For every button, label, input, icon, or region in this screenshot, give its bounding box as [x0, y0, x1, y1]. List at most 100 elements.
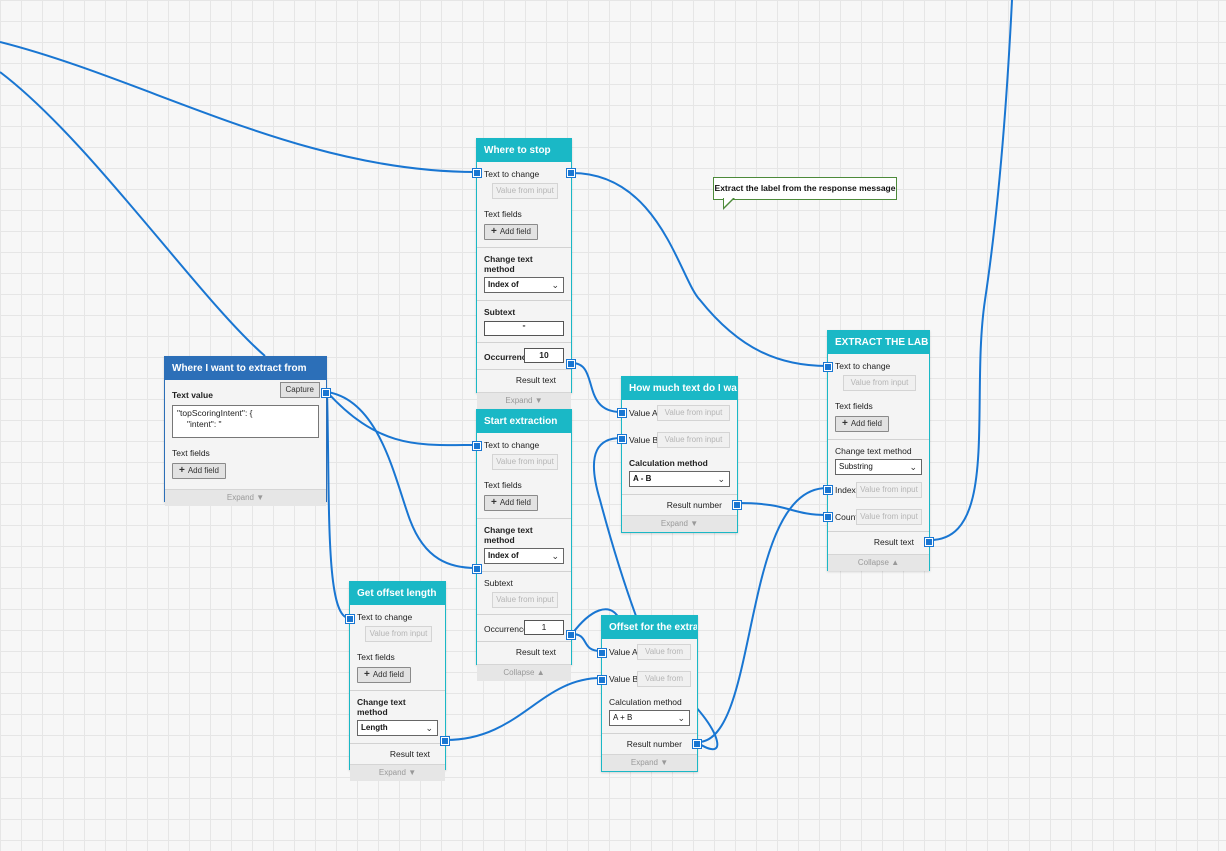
collapse-label: Collapse	[503, 668, 535, 677]
method-label: Change text method	[484, 525, 533, 545]
input-port[interactable]	[346, 615, 354, 623]
method-select[interactable]: Index of ⌄	[484, 277, 564, 293]
plus-icon: +	[491, 497, 497, 508]
text-to-change-input[interactable]: Value from input	[843, 375, 916, 391]
add-field-button[interactable]: +Add field	[484, 224, 538, 240]
wire-length-result-to-offset-b	[445, 677, 602, 741]
node-title[interactable]: Get offset length	[350, 582, 445, 605]
occurrence-label: Occurrence	[484, 352, 532, 362]
method-label: Change text method	[835, 446, 912, 456]
input-port[interactable]	[473, 442, 481, 450]
add-field-button[interactable]: +Add field	[172, 463, 226, 479]
expand-toggle[interactable]: Expand ▼	[165, 489, 326, 506]
value-a-input[interactable]: Value from inpu	[637, 644, 691, 660]
subtext-input[interactable]: "	[484, 321, 564, 336]
result-label: Result text	[389, 749, 430, 759]
node-title[interactable]: EXTRACT THE LABEL	[828, 331, 929, 354]
add-field-button[interactable]: +Add field	[357, 667, 411, 683]
output-port[interactable]	[322, 389, 330, 397]
expand-label: Expand	[660, 519, 688, 528]
output-port[interactable]	[567, 169, 575, 177]
node-extract-label[interactable]: EXTRACT THE LABEL Text to change Value f…	[824, 330, 933, 571]
calc-value: A - B	[633, 474, 652, 483]
node-title[interactable]: Where to stop	[477, 139, 571, 162]
method-select[interactable]: Index of⌄	[484, 548, 564, 564]
chevron-down-icon: ⌄	[717, 474, 725, 484]
expand-toggle[interactable]: Expand ▼	[477, 392, 571, 409]
occurrence-input[interactable]: 10	[524, 348, 564, 363]
input-port[interactable]	[824, 363, 832, 371]
add-field-button[interactable]: +Add field	[484, 495, 538, 511]
input-port[interactable]	[473, 169, 481, 177]
add-field-label: Add field	[499, 227, 531, 236]
text-value-input[interactable]: "topScoringIntent": { "intent": "	[172, 405, 319, 438]
subtext-port[interactable]	[473, 565, 481, 573]
result-label: Result number	[666, 500, 722, 510]
expand-toggle[interactable]: Expand ▼	[602, 754, 697, 771]
count-port[interactable]	[824, 513, 832, 521]
wire-extract-from-to-offset-length	[326, 391, 350, 619]
index-port[interactable]	[824, 486, 832, 494]
node-title[interactable]: Start extraction	[477, 410, 571, 433]
comment-note[interactable]: Extract the label from the response mess…	[713, 177, 897, 200]
calc-select[interactable]: A - B ⌄	[629, 471, 730, 487]
method-select[interactable]: Substring⌄	[835, 459, 922, 475]
node-title[interactable]: Where I want to extract from	[165, 357, 326, 380]
node-title[interactable]: Offset for the extract	[602, 616, 697, 639]
method-select[interactable]: Length⌄	[357, 720, 438, 736]
add-field-button[interactable]: +Add field	[835, 416, 889, 432]
wire-offscreen-to-where-to-stop	[0, 41, 477, 173]
expand-toggle[interactable]: Expand ▼	[622, 515, 737, 532]
collapse-toggle[interactable]: Collapse ▲	[477, 664, 571, 681]
node-start-extraction[interactable]: Start extraction Text to change Value fr…	[473, 409, 575, 681]
method-label: Change text method	[484, 254, 533, 274]
wire-extract-result-to-offscreen	[929, 0, 1013, 541]
count-input[interactable]: Value from input	[856, 509, 922, 525]
node-extract-from[interactable]: Where I want to extract from Text value …	[164, 356, 330, 506]
result-label: Result text	[515, 375, 556, 385]
node-title[interactable]: How much text do I want	[622, 377, 737, 400]
value-b-port[interactable]	[598, 676, 606, 684]
calc-select[interactable]: A + B⌄	[609, 710, 690, 726]
result-port[interactable]	[693, 740, 701, 748]
value-a-port[interactable]	[618, 409, 626, 417]
result-port[interactable]	[441, 737, 449, 745]
value-b-input[interactable]: Value from inpu	[637, 671, 691, 687]
method-value: Index of	[488, 280, 519, 289]
method-value: Length	[361, 723, 388, 732]
result-port[interactable]	[567, 631, 575, 639]
result-port[interactable]	[925, 538, 933, 546]
subtext-input[interactable]: Value from input	[492, 592, 558, 608]
result-port[interactable]	[567, 360, 575, 368]
value-a-port[interactable]	[598, 649, 606, 657]
method-value: Substring	[839, 462, 873, 471]
text-fields-label: Text fields	[484, 480, 522, 490]
node-where-to-stop[interactable]: Where to stop Text to change Value from …	[473, 138, 575, 409]
capture-button[interactable]: Capture	[279, 382, 320, 398]
method-label: Change text method	[357, 697, 406, 717]
text-to-change-input[interactable]: Value from input	[365, 626, 432, 642]
node-offset-extract[interactable]: Offset for the extract Value A Value fro…	[598, 615, 701, 772]
text-to-change-input[interactable]: Value from input	[492, 183, 558, 199]
node-offset-length[interactable]: Get offset length Text to change Value f…	[346, 581, 449, 781]
text-to-change-label: Text to change	[484, 169, 540, 179]
value-b-port[interactable]	[618, 435, 626, 443]
method-value: Index of	[488, 551, 519, 560]
collapse-toggle[interactable]: Collapse ▲	[828, 554, 929, 571]
node-how-much[interactable]: How much text do I want Value A Value fr…	[618, 376, 741, 533]
value-b-input[interactable]: Value from input	[657, 432, 730, 448]
text-to-change-input[interactable]: Value from input	[492, 454, 558, 470]
plus-icon: +	[491, 226, 497, 237]
result-port[interactable]	[733, 501, 741, 509]
value-a-label: Value A	[629, 408, 658, 418]
calc-label: Calculation method	[629, 458, 708, 468]
comment-tail-inner	[724, 198, 733, 207]
expand-toggle[interactable]: Expand ▼	[350, 764, 445, 781]
value-a-input[interactable]: Value from input	[657, 405, 730, 421]
text-to-change-label: Text to change	[835, 361, 891, 371]
index-input[interactable]: Value from input	[856, 482, 922, 498]
text-fields-label: Text fields	[172, 448, 210, 458]
chevron-down-icon: ⌄	[551, 280, 559, 290]
wire-where-to-stop-to-extract-label	[571, 172, 828, 367]
occurrence-input[interactable]: 1	[524, 620, 564, 635]
